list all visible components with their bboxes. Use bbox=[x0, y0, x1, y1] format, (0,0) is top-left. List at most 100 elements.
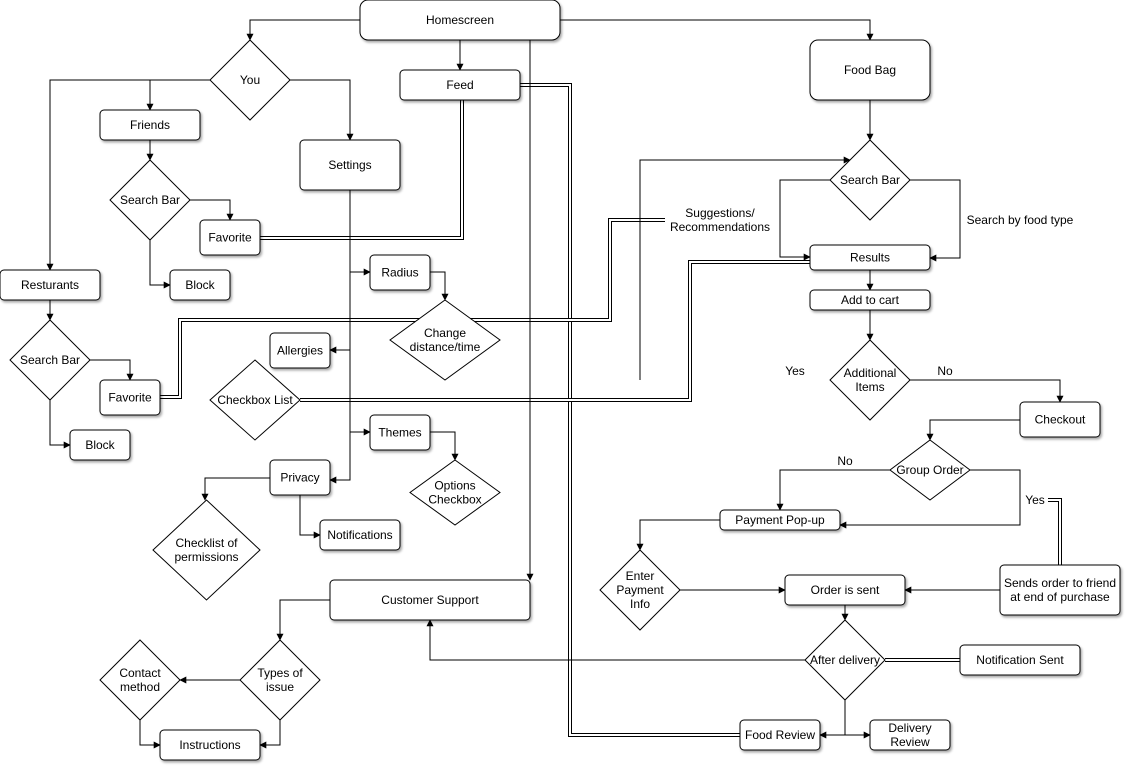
node-notifications: Notifications bbox=[319, 519, 401, 551]
node-label-allergies: Allergies bbox=[277, 344, 323, 358]
connector-5 bbox=[46, 79, 210, 271]
node-you: You bbox=[209, 39, 291, 121]
node-label-additional-items-1: Additional bbox=[844, 366, 897, 380]
connector-9 bbox=[190, 199, 234, 221]
node-label-block-resturants: Block bbox=[85, 438, 115, 452]
node-label-enter-payment-3: Info bbox=[630, 597, 650, 611]
label-search-by-food-type: Search by food type bbox=[967, 213, 1074, 227]
double-connector-inner-3 bbox=[160, 219, 665, 398]
node-label-you: You bbox=[240, 73, 260, 87]
node-label-resturants: Resturants bbox=[21, 278, 79, 292]
label-no-additional: No bbox=[937, 364, 953, 378]
double-connector-1 bbox=[520, 83, 740, 737]
double-connector-inner-6 bbox=[1048, 499, 1061, 565]
connector-28 bbox=[910, 179, 961, 262]
node-label-checkbox-list: Checkbox List bbox=[217, 393, 293, 407]
connector-32 bbox=[910, 379, 1064, 403]
node-add-to-cart: Add to cart bbox=[809, 289, 931, 311]
node-favorite-resturants: Favorite bbox=[99, 379, 161, 416]
node-privacy: Privacy bbox=[269, 459, 331, 496]
connector-33 bbox=[926, 419, 1020, 441]
label-yes-group: Yes bbox=[1025, 493, 1045, 507]
double-connector-inner-2 bbox=[260, 100, 463, 239]
node-label-additional-items-2: Items bbox=[855, 380, 884, 394]
double-connector-6 bbox=[1048, 498, 1062, 565]
node-results: Results bbox=[809, 244, 931, 271]
node-search-bar-friends: Search Bar bbox=[109, 159, 191, 241]
node-label-types-of-issue-1: Types of bbox=[257, 666, 303, 680]
node-after-delivery: After delivery bbox=[804, 619, 886, 701]
node-food-bag: Food Bag bbox=[809, 39, 931, 101]
node-payment-popup: Payment Pop-up bbox=[719, 509, 841, 531]
connector-27 bbox=[779, 179, 830, 261]
node-label-themes: Themes bbox=[378, 426, 421, 440]
connector-35 bbox=[839, 469, 1021, 529]
node-label-contact-method-1: Contact bbox=[119, 666, 161, 680]
connector-19 bbox=[430, 431, 459, 461]
node-label-change-distance-2: distance/time bbox=[410, 340, 481, 354]
node-label-favorite-resturants: Favorite bbox=[108, 391, 152, 405]
node-label-settings: Settings bbox=[328, 158, 371, 172]
node-label-change-distance-1: Change bbox=[424, 326, 466, 340]
node-label-privacy: Privacy bbox=[280, 471, 319, 485]
node-label-options-checkbox-1: Options bbox=[434, 479, 475, 493]
node-label-delivery-review-1: Delivery bbox=[888, 721, 931, 735]
node-label-feed: Feed bbox=[446, 78, 473, 92]
node-label-radius: Radius bbox=[381, 266, 418, 280]
label-suggestions-2: Recommendations bbox=[670, 220, 770, 234]
node-label-search-bar-food: Search Bar bbox=[840, 173, 900, 187]
node-block-resturants: Block bbox=[69, 429, 131, 461]
connector-13 bbox=[49, 400, 71, 449]
node-label-types-of-issue-2: issue bbox=[266, 680, 294, 694]
connector-22 bbox=[276, 599, 330, 641]
node-label-food-bag: Food Bag bbox=[844, 63, 896, 77]
node-search-bar-resturants: Search Bar bbox=[9, 319, 91, 401]
node-label-sends-order-1: Sends order to friend bbox=[1004, 576, 1116, 590]
node-label-block-friends: Block bbox=[185, 278, 215, 292]
node-label-customer-support: Customer Support bbox=[381, 593, 479, 607]
node-label-search-bar-friends: Search Bar bbox=[120, 193, 180, 207]
connector-20 bbox=[201, 477, 270, 501]
node-label-enter-payment-2: Payment bbox=[616, 583, 664, 597]
connector-40 bbox=[426, 619, 805, 661]
node-label-results: Results bbox=[850, 251, 890, 265]
connector-6 bbox=[146, 79, 210, 111]
node-homescreen: Homescreen bbox=[359, 0, 561, 41]
node-label-food-review: Food Review bbox=[745, 728, 815, 742]
label-suggestions-1: Suggestions/ bbox=[685, 206, 755, 220]
node-notification-sent: Notification Sent bbox=[959, 644, 1081, 676]
node-label-homescreen: Homescreen bbox=[426, 13, 494, 27]
node-checkout: Checkout bbox=[1019, 401, 1101, 438]
node-radius: Radius bbox=[369, 254, 431, 291]
node-label-delivery-review-2: Review bbox=[890, 735, 930, 749]
node-label-contact-method-2: method bbox=[120, 680, 160, 694]
connector-41 bbox=[819, 700, 846, 739]
node-label-notifications: Notifications bbox=[327, 528, 392, 542]
connector-36 bbox=[636, 519, 720, 551]
connector-12 bbox=[90, 359, 134, 381]
node-themes: Themes bbox=[369, 414, 431, 451]
node-label-payment-popup: Payment Pop-up bbox=[735, 513, 825, 527]
node-instructions: Instructions bbox=[159, 729, 261, 761]
node-label-options-checkbox-2: Checkbox bbox=[428, 493, 481, 507]
connector-21 bbox=[299, 495, 321, 539]
node-food-review: Food Review bbox=[739, 719, 821, 751]
node-label-sends-order-2: at end of purchase bbox=[1010, 590, 1110, 604]
node-allergies: Allergies bbox=[269, 332, 331, 369]
connector-34 bbox=[776, 469, 890, 511]
node-label-add-to-cart: Add to cart bbox=[841, 293, 900, 307]
connector-10 bbox=[149, 240, 171, 289]
node-label-favorite-friends: Favorite bbox=[208, 231, 252, 245]
node-label-after-delivery: After delivery bbox=[810, 653, 880, 667]
node-settings: Settings bbox=[299, 139, 401, 191]
connector-14 bbox=[329, 190, 351, 484]
node-label-notification-sent: Notification Sent bbox=[976, 653, 1064, 667]
